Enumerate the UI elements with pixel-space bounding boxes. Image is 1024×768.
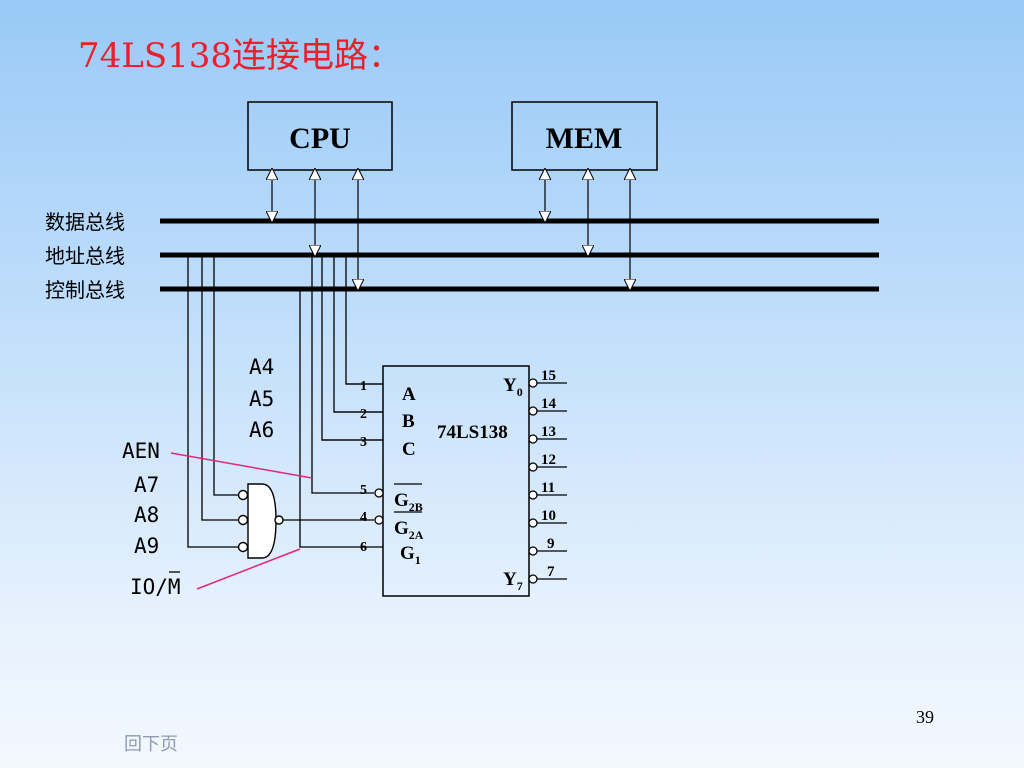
input-pin-4: 4 [360, 510, 367, 525]
mem-block: MEM [511, 101, 658, 171]
input-pin-5: 5 [360, 483, 367, 498]
output-pin-14: 14 [541, 396, 557, 412]
input-pin-6: 6 [360, 540, 367, 555]
input-pin-3: 3 [360, 435, 367, 450]
output-y7-label: Y7 [503, 569, 523, 593]
mem-label: MEM [546, 122, 623, 155]
wire-a7 [213, 257, 238, 496]
decoder-chip: 74LS138 A B C G2B G2A G1 Y0 Y7 1 2 3 5 4… [322, 365, 567, 597]
signal-a9: A9 [134, 534, 159, 558]
signal-a4: A4 [249, 355, 274, 379]
cpu-block: CPU [247, 101, 393, 171]
data-bus-label: 数据总线 [45, 210, 125, 234]
enable-g2b-label: G2B [394, 490, 423, 514]
chip-name: 74LS138 [437, 422, 508, 443]
nand-gate [237, 483, 284, 559]
next-page-link[interactable]: 回下页 [124, 734, 178, 755]
output-y0-label: Y0 [503, 375, 523, 399]
signal-a6: A6 [249, 418, 274, 442]
output-pin-10: 10 [541, 508, 556, 524]
input-c-label: C [402, 439, 416, 460]
enable-g2a-label: G2A [394, 518, 424, 542]
annotation-pointers [170, 452, 313, 590]
slide-title: 74LS138连接电路： [78, 36, 403, 76]
output-pins [528, 378, 567, 584]
output-pin-9: 9 [547, 536, 555, 552]
signal-a7: A7 [134, 473, 159, 497]
output-pin-15: 15 [541, 368, 556, 384]
output-pin-13: 13 [541, 424, 556, 440]
signal-a8: A8 [134, 503, 159, 527]
output-pin-11: 11 [541, 480, 555, 496]
output-pin-12: 12 [541, 452, 556, 468]
input-b-label: B [402, 411, 415, 432]
address-bus-label: 地址总线 [45, 244, 125, 268]
signal-aen: AEN [122, 439, 160, 463]
decoder-input-wires [187, 257, 383, 548]
input-a-label: A [402, 384, 416, 405]
enable-g1-label: G1 [400, 543, 421, 567]
wire-aen [311, 257, 374, 494]
signal-iom: IO/M [130, 575, 181, 599]
input-pin-2: 2 [360, 407, 367, 422]
page-number: 39 [916, 707, 934, 727]
wire-a9 [187, 257, 238, 548]
cpu-label: CPU [289, 122, 351, 155]
input-pin-1: 1 [360, 379, 367, 394]
signal-a5: A5 [249, 387, 274, 411]
bus-arrows [272, 174, 630, 285]
wire-a4 [345, 257, 383, 385]
bus-lines [160, 218, 879, 292]
wire-iom [299, 291, 383, 548]
control-bus-label: 控制总线 [45, 278, 125, 302]
output-pin-7: 7 [547, 564, 555, 580]
wire-a8 [201, 257, 238, 521]
